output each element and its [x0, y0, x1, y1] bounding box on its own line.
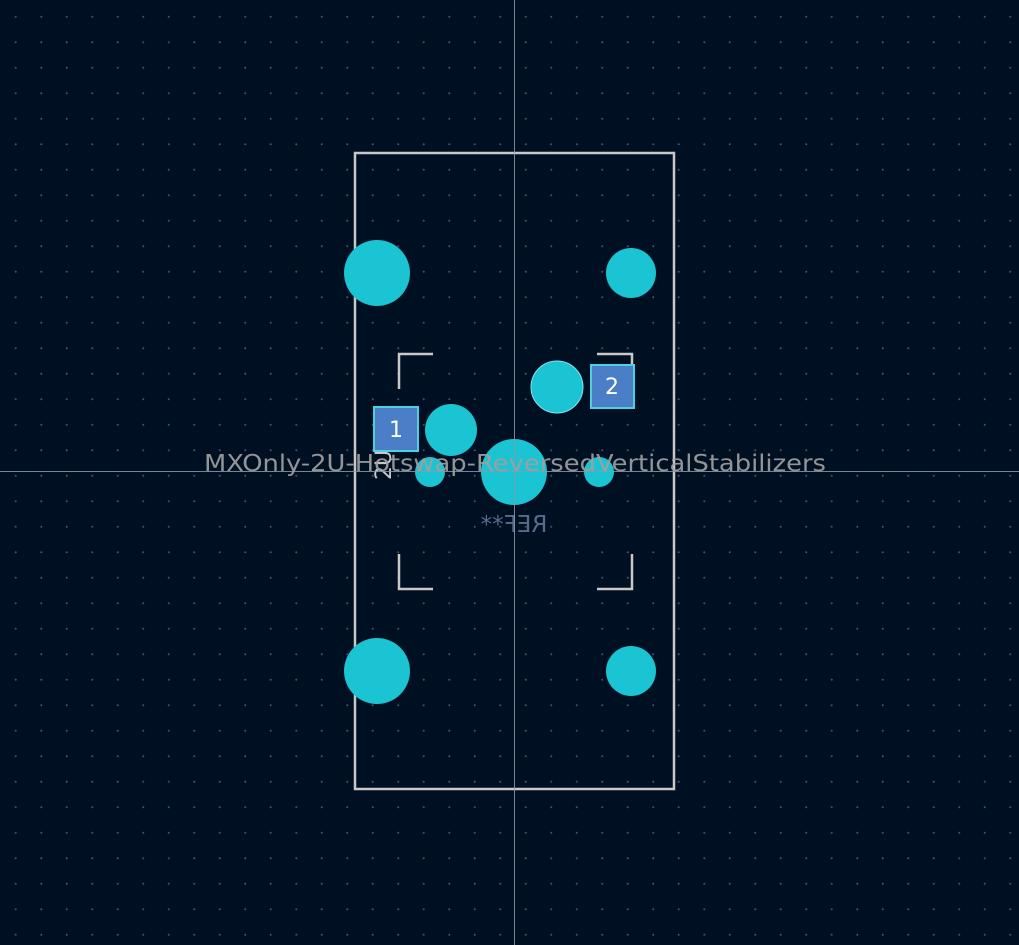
pad-2-number: 2 [605, 375, 619, 400]
user-text-2u[interactable]: 2U [372, 450, 397, 480]
smd-pad-2[interactable]: 2 [590, 364, 635, 409]
smd-pad-1[interactable]: 1 [373, 406, 419, 452]
stabilizer-hole-top-right[interactable] [606, 248, 656, 298]
stabilizer-hole-bottom-right[interactable] [606, 646, 656, 696]
switch-pin-hole-2[interactable] [530, 360, 584, 414]
stabilizer-hole-top-left[interactable] [344, 240, 410, 306]
switch-pin-hole-1[interactable] [425, 404, 477, 456]
stabilizer-hole-bottom-left[interactable] [344, 638, 410, 704]
pad-1-number: 1 [389, 418, 403, 443]
